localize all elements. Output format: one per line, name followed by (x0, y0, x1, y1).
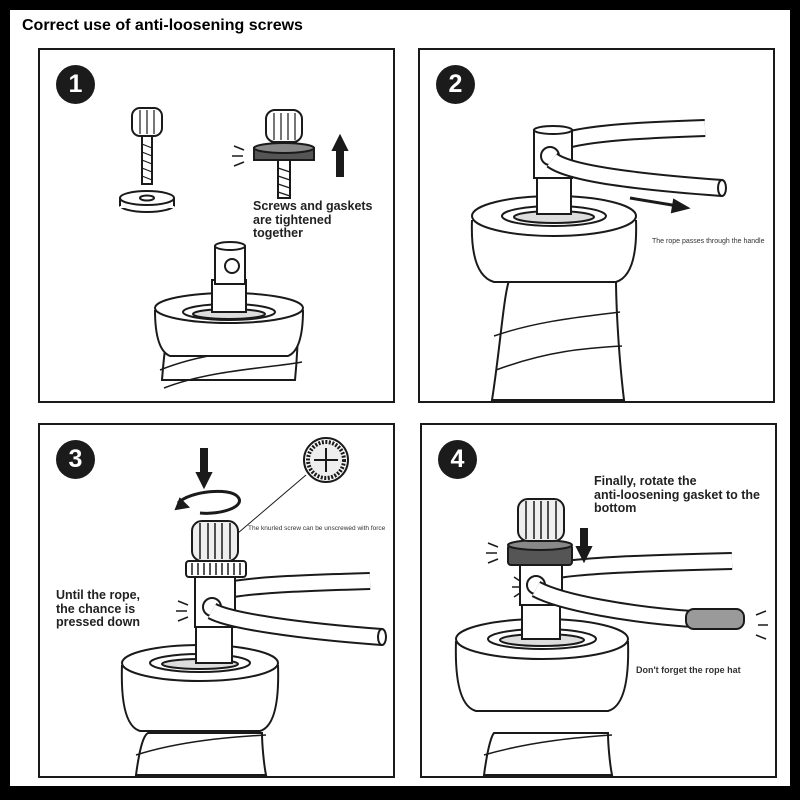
step-4-note: Don't forget the rope hat (636, 665, 741, 675)
step-4-caption: Finally, rotate the anti-loosening gaske… (594, 474, 760, 515)
step-2-note: The rope passes through the handle (652, 238, 765, 245)
up-arrow-icon (331, 133, 349, 177)
rotate-arrow-icon (176, 489, 241, 515)
step-1-panel: 1 Screws and gaskets are tightened toget… (38, 48, 395, 403)
step-2-panel: 2 The rope passes through the handle (418, 48, 775, 403)
step-2-illustration (470, 119, 727, 401)
rope-hat (685, 608, 745, 630)
step-3-note: The knurled screw can be unscrewed with … (248, 525, 386, 532)
down-arrow-icon (575, 528, 593, 564)
step-4-illustration (454, 498, 768, 776)
step-3-panel: 3 The knurled screw can be unscrewed wit… (38, 423, 395, 778)
instruction-sheet: Correct use of anti-loosening screws (10, 10, 790, 786)
step-number-badge: 2 (436, 65, 475, 104)
step-3-illustration (120, 437, 387, 776)
step-number-badge: 4 (438, 440, 477, 479)
step-4-panel: 4 Finally, rotate the anti-loosening gas… (420, 423, 777, 778)
step-number-badge: 3 (56, 440, 95, 479)
down-arrow-icon (195, 448, 213, 490)
assembled-screw-head (265, 109, 303, 143)
step-1-caption: Screws and gaskets are tightened togethe… (253, 199, 373, 240)
page-title: Correct use of anti-loosening screws (22, 17, 303, 34)
step-number-badge: 1 (56, 65, 95, 104)
right-arrow-icon (670, 198, 691, 214)
step-1-illustration (119, 107, 349, 389)
step-3-caption: Until the rope, the chance is pressed do… (56, 588, 141, 629)
